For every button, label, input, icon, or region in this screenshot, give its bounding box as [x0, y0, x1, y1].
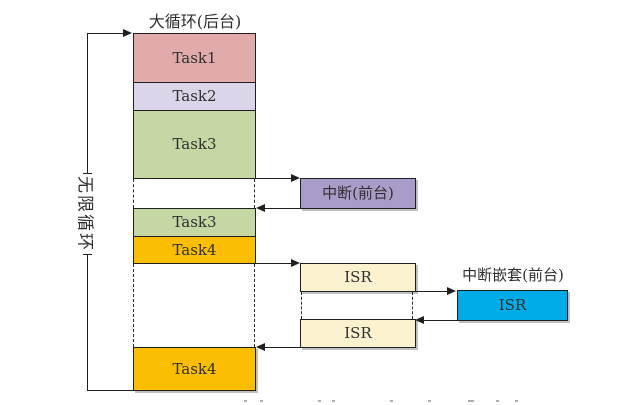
dashed-line-gap2-right [254, 264, 255, 347]
nested-interrupt-title: 中断嵌套(前台) [462, 266, 564, 284]
dashed-line-gap2-left [133, 264, 134, 347]
arrow-task4-to-isr-head-icon [291, 259, 300, 267]
isr-box-2: ISR [300, 319, 416, 348]
loop-line-top [87, 33, 125, 34]
task-block-task1: Task1 [133, 33, 256, 83]
loop-arrowhead-icon [123, 29, 132, 37]
loop-line-tick-top [83, 173, 92, 174]
nested-isr-box: ISR [457, 290, 568, 321]
dashed-line-isr-gap-left [301, 292, 302, 319]
interrupt-box: 中断(前台) [300, 178, 416, 209]
loop-line-vertical-upper [87, 33, 88, 173]
arrow-isr-return-line [265, 347, 301, 348]
dashed-line-gap1-left [133, 179, 134, 208]
arrow-interrupt-return-head-icon [256, 204, 265, 212]
task-block-task4-resumed: Task4 [133, 347, 256, 391]
dashed-line-isr-gap-right [412, 292, 413, 319]
arrow-isr-to-nested-head-icon [447, 287, 456, 295]
dashed-line-gap1-right [254, 179, 255, 208]
arrow-isr-to-nested-line [300, 291, 448, 292]
arrow-task4-to-isr-line [256, 263, 292, 264]
task-block-task3: Task3 [133, 110, 256, 179]
loop-line-vertical-lower [87, 255, 88, 391]
task-block-task3-resumed: Task3 [133, 208, 256, 237]
isr-box-1: ISR [300, 263, 416, 292]
task-block-task4: Task4 [133, 236, 256, 264]
arrow-task3-to-interrupt-head-icon [291, 174, 300, 182]
task-block-task2: Task2 [133, 82, 256, 111]
background-loop-title: 大循环(后台) [148, 12, 242, 31]
arrow-isr-return-head-icon [256, 343, 265, 351]
loop-line-bottom [87, 390, 133, 391]
infinite-loop-label: 无限循环 [74, 176, 100, 252]
arrow-nested-return-line [424, 320, 457, 321]
loop-line-tick-bottom [83, 254, 92, 255]
arrow-nested-return-head-icon [415, 316, 424, 324]
arrow-task3-to-interrupt-line [256, 178, 292, 179]
arrow-interrupt-return-line [265, 208, 301, 209]
